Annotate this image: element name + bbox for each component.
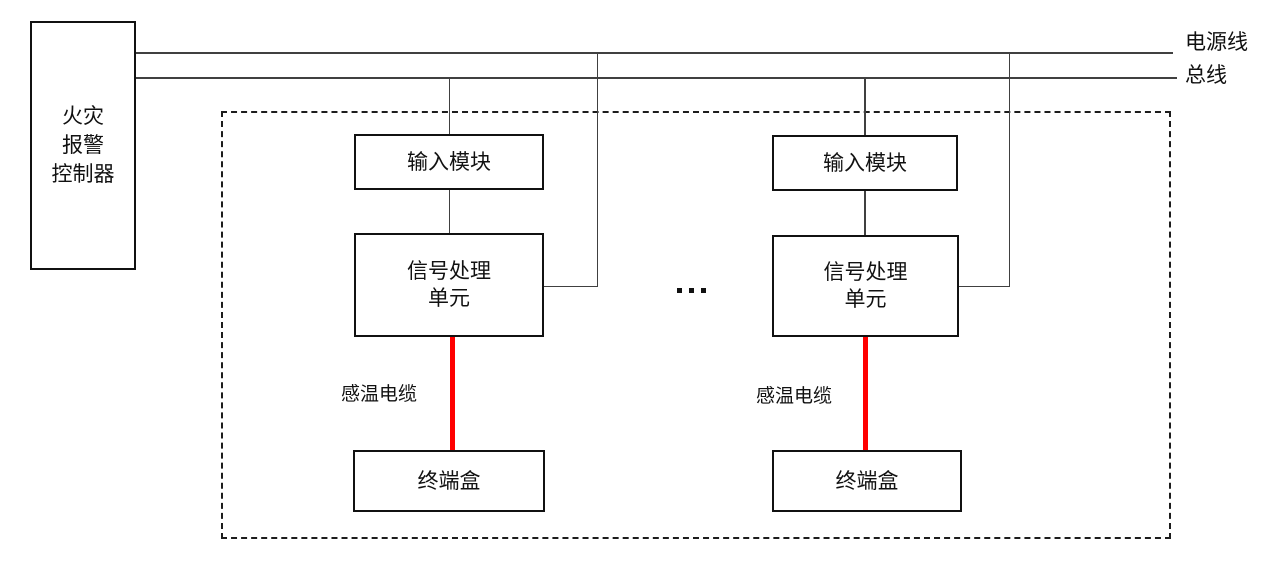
power-line <box>136 52 1173 54</box>
ellipsis-dot <box>701 288 706 293</box>
fire-alarm-controller-box: 火灾 报警 控制器 <box>30 21 136 270</box>
power-line-label: 电源线 <box>1185 31 1248 54</box>
controller-label-line3: 控制器 <box>51 163 115 186</box>
ellipsis-dot <box>677 288 682 293</box>
bus-line-label: 总线 <box>1185 64 1227 87</box>
unit2-processor-label-line2: 单元 <box>844 288 887 311</box>
unit2-sensing-cable-label: 感温电缆 <box>756 386 833 407</box>
ellipsis-dot <box>689 288 694 293</box>
unit2-input-module-box: 输入模块 <box>772 135 958 191</box>
unit2-processor-label-line1: 信号处理 <box>823 261 908 284</box>
detection-zone-boundary <box>221 111 1171 539</box>
unit1-processor-power-branch-horizontal <box>544 285 598 287</box>
fire-alarm-controller-label: 火灾 报警 控制器 <box>52 102 115 189</box>
unit2-heat-sensing-cable <box>863 337 868 450</box>
unit1-processor-label-line1: 信号处理 <box>407 260 491 283</box>
unit1-sensing-cable-label: 感温电缆 <box>341 384 418 405</box>
bus-line <box>136 77 1177 79</box>
unit2-processor-power-branch-vertical <box>1008 53 1010 287</box>
unit2-terminal-box: 终端盒 <box>772 450 962 512</box>
unit1-terminal-box-label: 终端盒 <box>417 469 481 493</box>
unit1-signal-processor-label: 信号处理 单元 <box>407 258 491 312</box>
controller-label-line2: 报警 <box>62 134 104 157</box>
unit1-processor-label-line2: 单元 <box>428 287 470 310</box>
unit2-input-to-processor-wire <box>864 191 866 235</box>
unit1-heat-sensing-cable <box>450 337 455 450</box>
unit1-terminal-box: 终端盒 <box>353 450 545 512</box>
unit2-signal-processor-label: 信号处理 单元 <box>824 259 908 313</box>
unit1-input-module-box: 输入模块 <box>354 134 544 190</box>
unit2-bus-to-input-wire <box>864 78 866 135</box>
ellipsis-dots <box>677 288 706 293</box>
unit2-terminal-box-label: 终端盒 <box>835 469 899 493</box>
unit2-input-module-label: 输入模块 <box>823 151 907 175</box>
unit1-bus-to-input-wire <box>448 78 450 134</box>
unit1-processor-power-branch-vertical <box>596 53 598 287</box>
unit1-input-module-label: 输入模块 <box>407 150 491 174</box>
unit1-signal-processor-box: 信号处理 单元 <box>354 233 544 337</box>
controller-label-line1: 火灾 <box>62 105 104 128</box>
unit2-signal-processor-box: 信号处理 单元 <box>772 235 959 337</box>
unit2-processor-power-branch-horizontal <box>958 285 1010 287</box>
unit1-input-to-processor-wire <box>448 190 450 233</box>
